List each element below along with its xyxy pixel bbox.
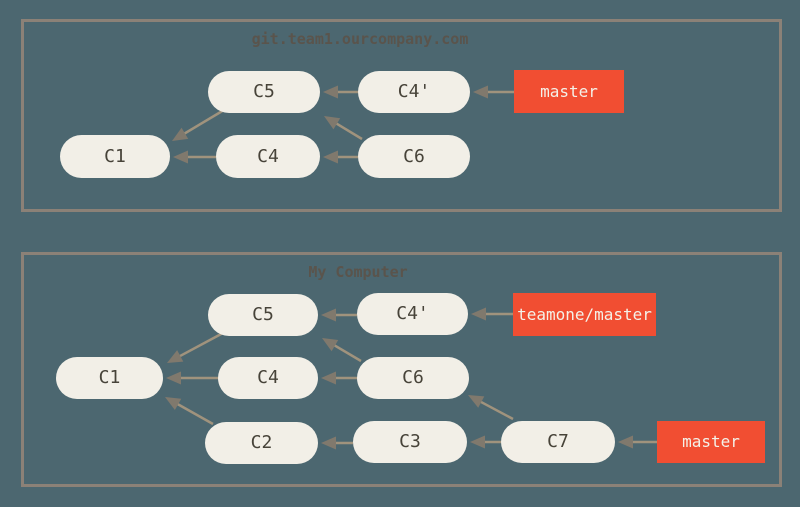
edge-master-to-c7 bbox=[618, 435, 657, 449]
edge-c4-to-c1 bbox=[166, 371, 218, 385]
edge-arrowhead bbox=[324, 116, 341, 130]
commit-node-c7-my-computer: C7 bbox=[501, 421, 615, 463]
edge-c6-to-c4 bbox=[323, 150, 358, 164]
edge-c5-to-c1 bbox=[172, 108, 225, 141]
edge-master-to-c4-prime bbox=[473, 85, 514, 99]
edge-c3-to-c2 bbox=[321, 436, 353, 450]
edge-line bbox=[173, 401, 214, 426]
branch-ref-teamone-master-my-computer: teamone/master bbox=[513, 293, 656, 336]
commit-node-c4-prime-remote-server: C4' bbox=[358, 71, 470, 113]
edge-c4-prime-to-c5 bbox=[321, 308, 357, 322]
commit-node-c3-my-computer: C3 bbox=[353, 421, 467, 463]
edge-c6-to-c5 bbox=[322, 338, 362, 363]
edge-arrowhead bbox=[321, 436, 336, 450]
commit-node-c1-remote-server: C1 bbox=[60, 135, 170, 178]
edge-arrowhead bbox=[166, 371, 181, 385]
commit-node-c5-remote-server: C5 bbox=[208, 71, 320, 113]
edge-c2-to-c1 bbox=[165, 397, 214, 426]
commit-node-c5-my-computer: C5 bbox=[208, 294, 318, 336]
edge-arrowhead bbox=[321, 371, 336, 385]
edge-arrowhead bbox=[321, 308, 336, 322]
edge-arrowhead bbox=[323, 85, 338, 99]
commit-node-c4-prime-my-computer: C4' bbox=[357, 293, 468, 335]
commit-node-c4-my-computer: C4 bbox=[218, 357, 318, 399]
edge-line bbox=[176, 331, 224, 359]
edge-c6-to-c4 bbox=[321, 371, 357, 385]
edge-line bbox=[330, 342, 362, 363]
edge-arrowhead bbox=[470, 435, 485, 449]
edge-c4-prime-to-c5 bbox=[323, 85, 358, 99]
diagram-title-my-computer: My Computer bbox=[308, 263, 408, 281]
commit-node-c6-remote-server: C6 bbox=[358, 135, 470, 178]
edge-arrowhead bbox=[172, 127, 189, 141]
edge-arrowhead bbox=[165, 397, 182, 411]
edge-line bbox=[332, 120, 363, 141]
commit-node-c4-remote-server: C4 bbox=[216, 135, 320, 178]
edge-line bbox=[477, 399, 514, 421]
commit-node-c6-my-computer: C6 bbox=[357, 357, 469, 399]
branch-ref-master-remote-server: master bbox=[514, 70, 624, 113]
edge-c5-to-c1 bbox=[167, 331, 224, 363]
edge-c6-to-c5 bbox=[324, 116, 363, 141]
edge-arrowhead bbox=[468, 395, 485, 408]
edge-arrowhead bbox=[173, 150, 188, 164]
edge-teamone-master-to-c4-prime bbox=[471, 307, 513, 321]
branch-ref-master-my-computer: master bbox=[657, 421, 765, 463]
edge-c7-to-c3 bbox=[470, 435, 501, 449]
edge-arrowhead bbox=[473, 85, 488, 99]
edge-c7-to-c6 bbox=[468, 395, 514, 421]
commit-node-c2-my-computer: C2 bbox=[205, 422, 318, 464]
edge-arrowhead bbox=[323, 150, 338, 164]
edge-arrowhead bbox=[471, 307, 486, 321]
edge-c4-to-c1 bbox=[173, 150, 216, 164]
diagram-title-remote-server: git.team1.ourcompany.com bbox=[251, 30, 469, 48]
commit-node-c1-my-computer: C1 bbox=[56, 357, 163, 399]
edge-arrowhead bbox=[618, 435, 633, 449]
edge-arrowhead bbox=[167, 350, 184, 363]
edge-arrowhead bbox=[322, 338, 339, 352]
edge-line bbox=[180, 108, 225, 137]
diagram-frame-remote-server bbox=[21, 19, 782, 212]
diagram-frame-my-computer bbox=[21, 252, 782, 487]
